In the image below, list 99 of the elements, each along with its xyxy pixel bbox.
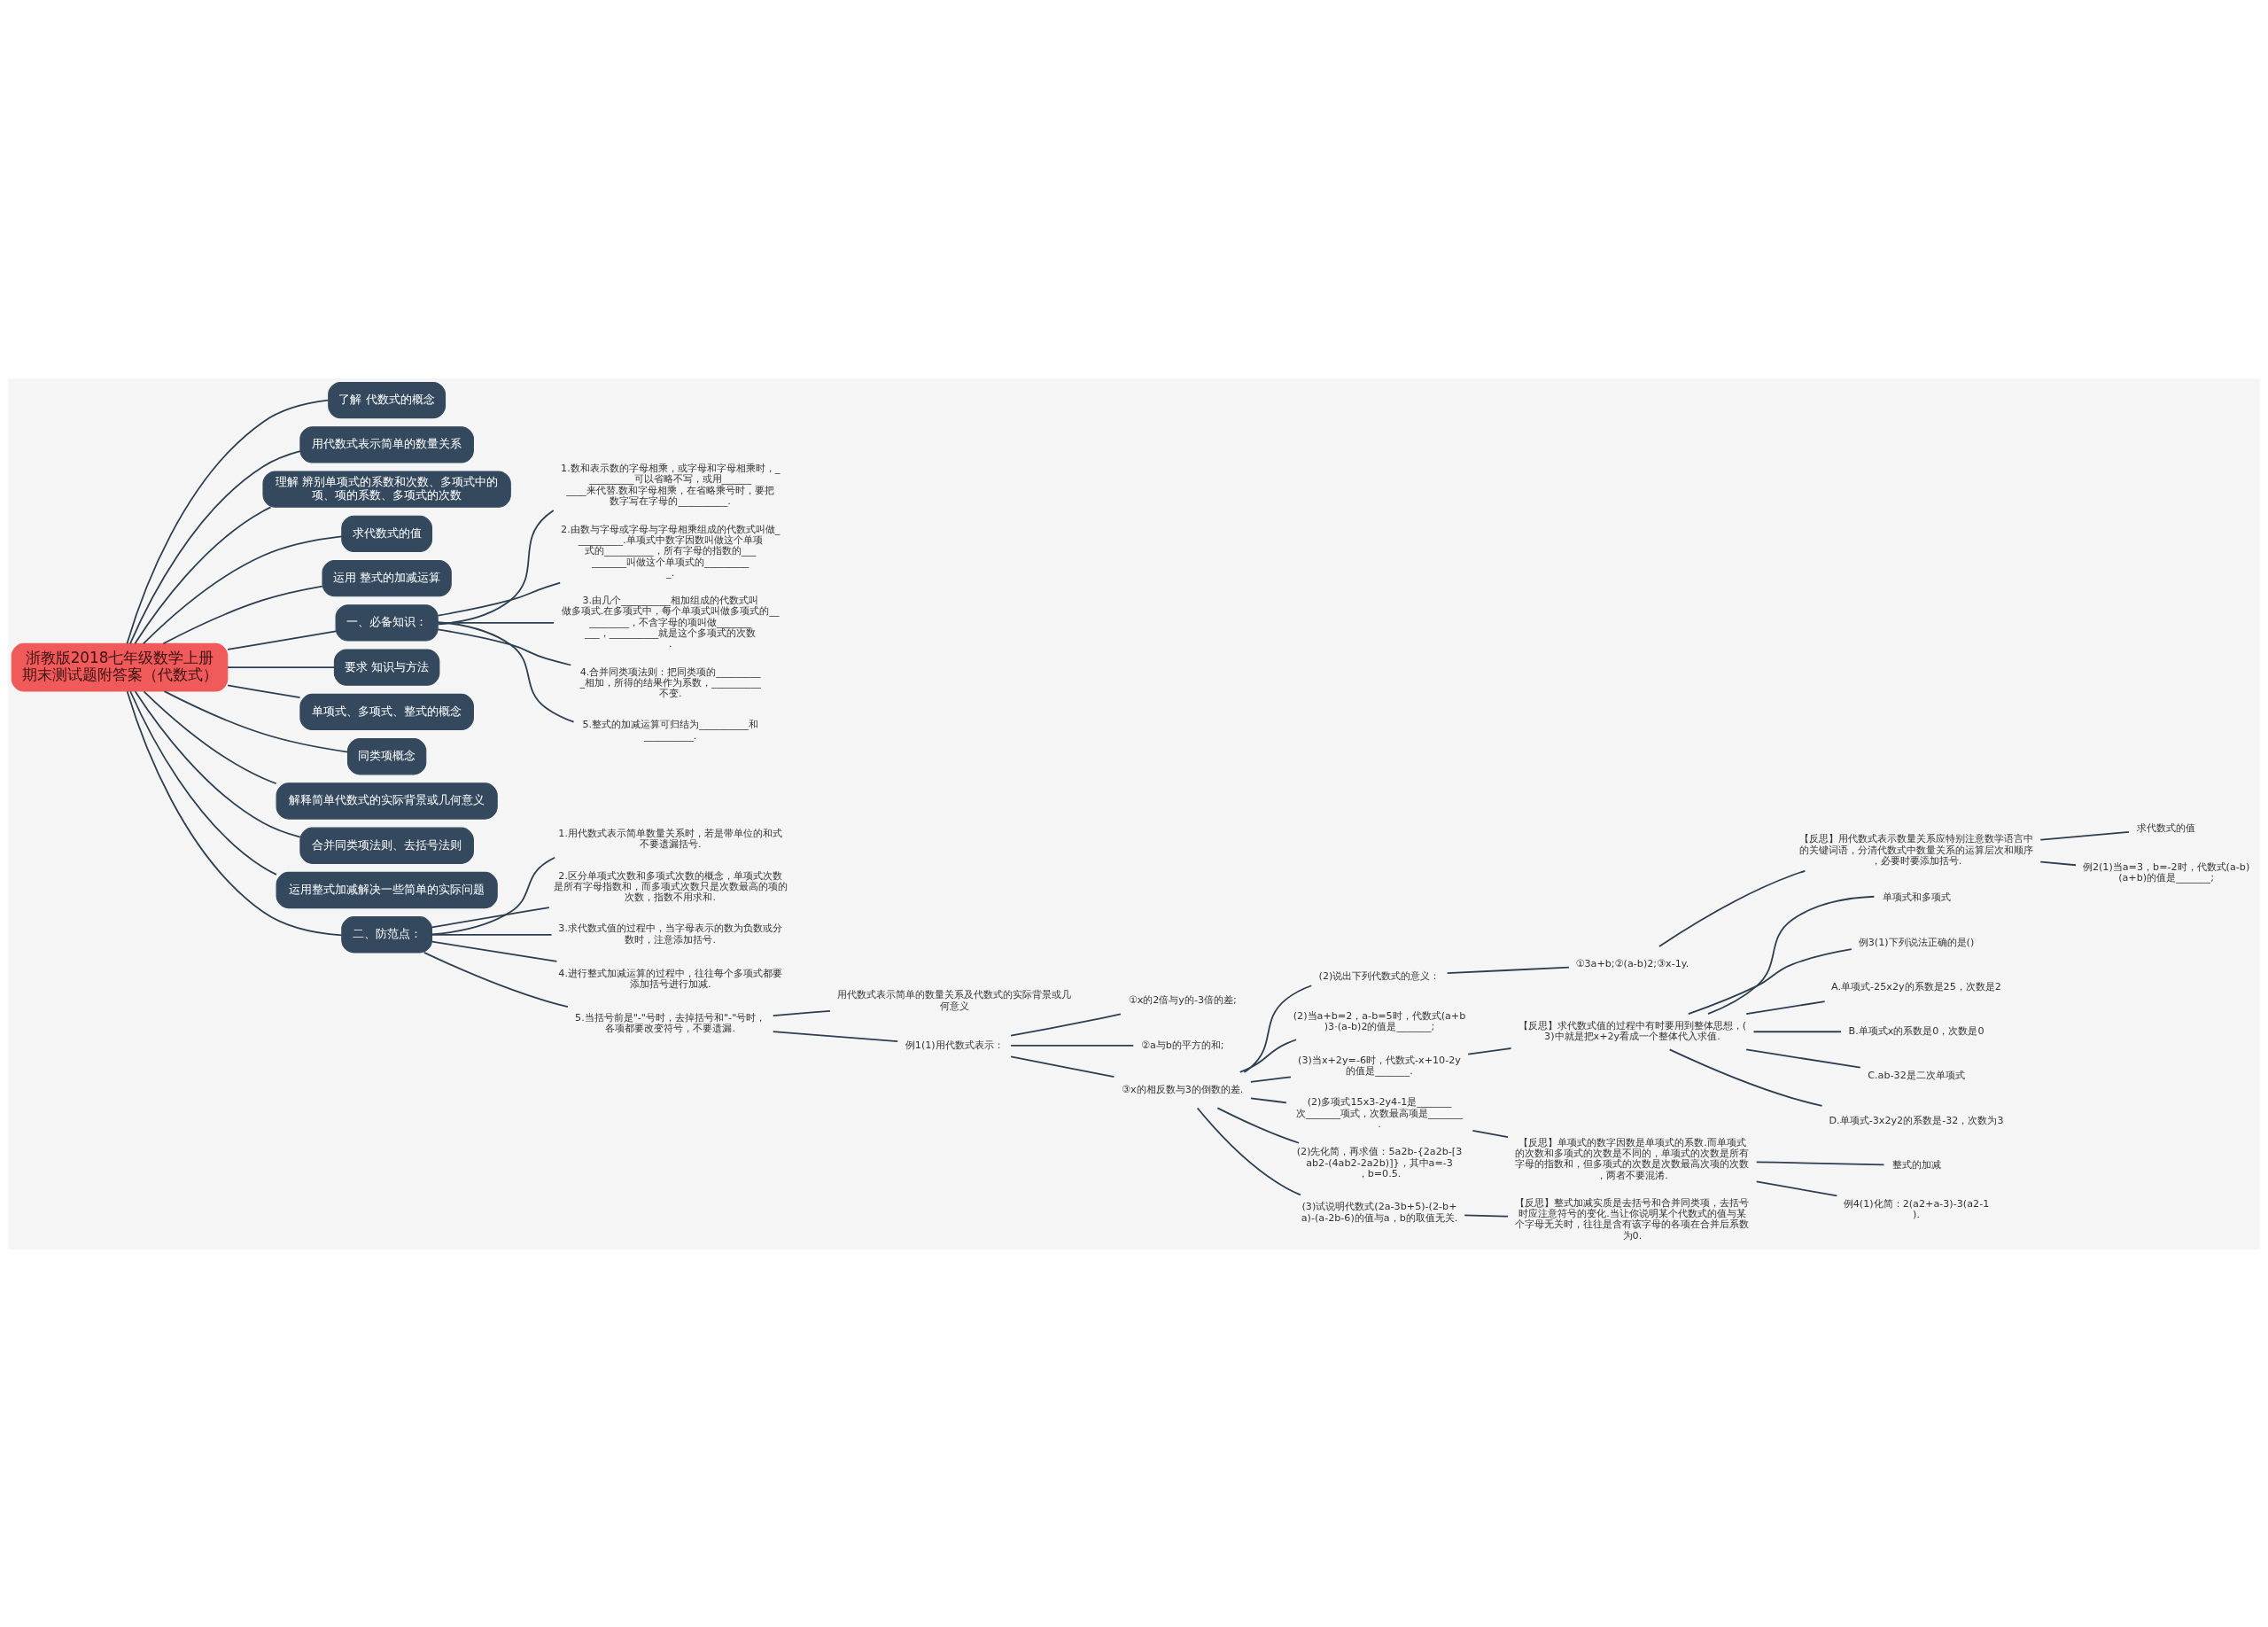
node-text: 1.用代数式表示简单数量关系时，若是带单位的和式不要遗漏括号. [558,827,782,850]
connector [1745,1048,1861,1069]
connector [423,951,569,1008]
node-text: (3)试说明代数式(2a-3b+5)-(2-b+a)-(a-2b-6)的值与a，b的取值无关. [1301,1200,1458,1224]
node-text: B.单项式x的系数是0，次数是0 [1848,1024,1984,1037]
node-text: 2.由数与字母或字母与字母相乘组成的代数式叫做__________.单项式中数字因数叫做这个单项式的__________，所有字母的指数的__________叫做这个单项式的__________. [561,523,781,579]
connector [1745,1000,1826,1015]
node-box: 单项式、多项式、整式的概念 [299,693,474,730]
connector [227,666,335,668]
node-box: 求代数式的值 [341,515,432,552]
node-text: (2)说出下列代数式的意义： [1318,969,1441,981]
connector [1010,1013,1122,1037]
connector [1755,1179,1838,1196]
node-box: 理解 辨别单项式的系数和次数、多项式中的项、项的系数、多项式的次数 [262,470,511,508]
connector [1216,1107,1300,1144]
connector [1707,895,1876,1015]
node-box: 同类项概念 [346,737,427,775]
node-text: 4.合并同类项法则：把同类项的__________相加，所得的结果作为系数，__________不变. [579,666,761,699]
connector [1250,1076,1292,1083]
node-text: 求代数式的值 [2137,821,2196,834]
connector [163,689,349,752]
connector [126,399,330,644]
node-box: 解释简单代数式的实际背景或几何意义 [276,782,498,820]
node-text: 用代数式表示简单的数量关系及代数式的实际背景或几何意义 [837,988,1072,1012]
connector [431,906,550,928]
node-text: 3.由几个__________相加组成的代数式叫做多项式.在多项式中，每个单项式叫做多项式的__________，不含字母的项叫做__________，__________就是这个多项式的次数. [561,594,780,650]
connector [1755,1160,1885,1165]
connector [1464,1213,1510,1218]
node-text: (2)先化简，再求值：5a2b-{2a2b-[3ab2-(4ab2-2a2b)]}，其中a=-3，b=0.5. [1296,1145,1463,1179]
connector [227,684,301,698]
node-text: 【反思】单项式的数字因数是单项式的系数.而单项式的次数和多项式的次数是不同的，单项式的次数是所有字母的指数和，但多项式的次数是次数最高次项的次数，两者不要混淆. [1515,1136,1750,1181]
node-text: 2.区分单项式次数和多项式次数的概念，单项式次数是所有字母指数和，而多项式次数只是次数最高的项的次数，指数不用求和. [553,869,788,903]
connector [1239,1038,1297,1073]
node-text: C.ab-32是二次单项式 [1868,1069,1965,1081]
connector [2039,860,2077,866]
node-text: A.单项式-25x2y的系数是25，次数是2 [1831,980,2001,993]
node-text: 【反思】整式加减实质是去括号和合并同类项，去括号时应注意符号的变化.当让你说明某个代数式的值与某个字母无关时，往往是含有该字母的各项在合并后系数为0. [1515,1196,1750,1242]
node-text: ①x的2倍与y的-3倍的差; [1128,993,1237,1006]
node-box: 运用 整式的加减运算 [322,559,452,596]
connector [134,505,272,644]
connector [437,581,562,616]
node-text: ③x的相反数与3的倒数的差. [1122,1083,1244,1095]
node-text: 整式的加减 [1891,1158,1941,1171]
node-box: 运用整式加减解决一些简单的实际问题 [276,871,498,908]
node-box: 二、防范点： [341,915,432,953]
connector [431,940,558,962]
connector [437,620,575,723]
connector [437,621,555,624]
node-text: 例3(1)下列说法正确的是() [1858,936,1975,948]
node-text: 例1(1)用代数式表示： [905,1039,1004,1051]
connector [772,1030,899,1042]
node-text: 【反思】求代数式值的过程中有时要用到整体思想，(3)中就是把x+2y看成一个整体代入求值. [1518,1019,1747,1042]
node-text: 【反思】用代数式表示数量关系应特别注意数学语言中的关键词语，分清代数式中数量关系的运算层次和顺序，必要时要添加括号. [1799,832,2034,867]
connector [1467,1047,1512,1055]
connector [227,630,337,650]
node-box: 一、必备知识： [335,603,439,642]
connector [1243,984,1313,1073]
node-box: 浙教版2018七年级数学上册期末测试题附答案（代数式） [11,642,229,692]
connector [134,689,301,838]
connector [431,856,556,935]
connector [129,689,277,876]
node-text: (2)多项式15x3-2y4-1是_______次_______项式，次数最高项是_______. [1295,1095,1464,1130]
node-text: 例4(1)化简：2(a2+a-3)-3(a2-1). [1843,1197,1990,1220]
node-box: 用代数式表示简单的数量关系 [299,425,474,463]
node-box: 要求 知识与方法 [333,649,440,686]
node-text: (3)当x+2y=-6时，代数式-x+10-2y的值是_______. [1298,1054,1461,1077]
connector [143,689,277,784]
node-box: 了解 代数式的概念 [328,381,447,418]
connector [1446,966,1570,974]
node-text: 单项式和多项式 [1882,891,1951,903]
connector [1752,1030,1842,1032]
node-box: 合并同类项法则、去括号法则 [299,827,474,864]
node-text: ②a与b的平方的和; [1140,1039,1224,1051]
connector [431,933,553,936]
connector [1010,1055,1115,1078]
node-text: 例2(1)当a=3，b=-2时，代数式(a-b)(a+b)的值是_______; [2082,860,2250,884]
connector [1010,1044,1135,1047]
connector [126,689,343,936]
connector [1688,947,1852,1015]
connector [1196,1107,1301,1195]
node-text: (2)当a+b=2，a-b=5时，代数式(a+b)3·(a-b)2的值是_______; [1293,1009,1466,1032]
node-text: 3.求代数式值的过程中，当字母表示的数为负数或分数时，注意添加括号. [558,922,782,946]
node-text: 5.当括号前是"-"号时，去掉括号和"-"号时，各项都要改变符号，不要遗漏. [575,1011,766,1034]
connector [1668,1047,1823,1107]
connector [437,509,555,625]
node-text: 1.数和表示数的字母相乘，或字母和字母相乘时，__________可以省略不写，或用__________来代替.数和字母相乘，在省略乘号时，要把数字写在字母的__________. [561,462,781,507]
node-text: 5.整式的加减运算可归结为__________和__________. [582,718,758,742]
connector [1658,869,1806,947]
connector [142,534,343,644]
connector [2039,830,2130,840]
node-text: 4.进行整式加减运算的过程中，往往每个多项式都要添加括号进行加减. [558,967,782,990]
connector [437,627,572,666]
connector [162,585,323,644]
connector [1250,1097,1287,1103]
node-text: ①3a+b;②(a-b)2;③x-1y. [1575,957,1689,969]
connector [772,1009,831,1016]
node-text: D.单项式-3x2y2的系数是-32，次数为3 [1829,1114,2004,1126]
connector [1472,1129,1509,1138]
connector [129,449,301,644]
